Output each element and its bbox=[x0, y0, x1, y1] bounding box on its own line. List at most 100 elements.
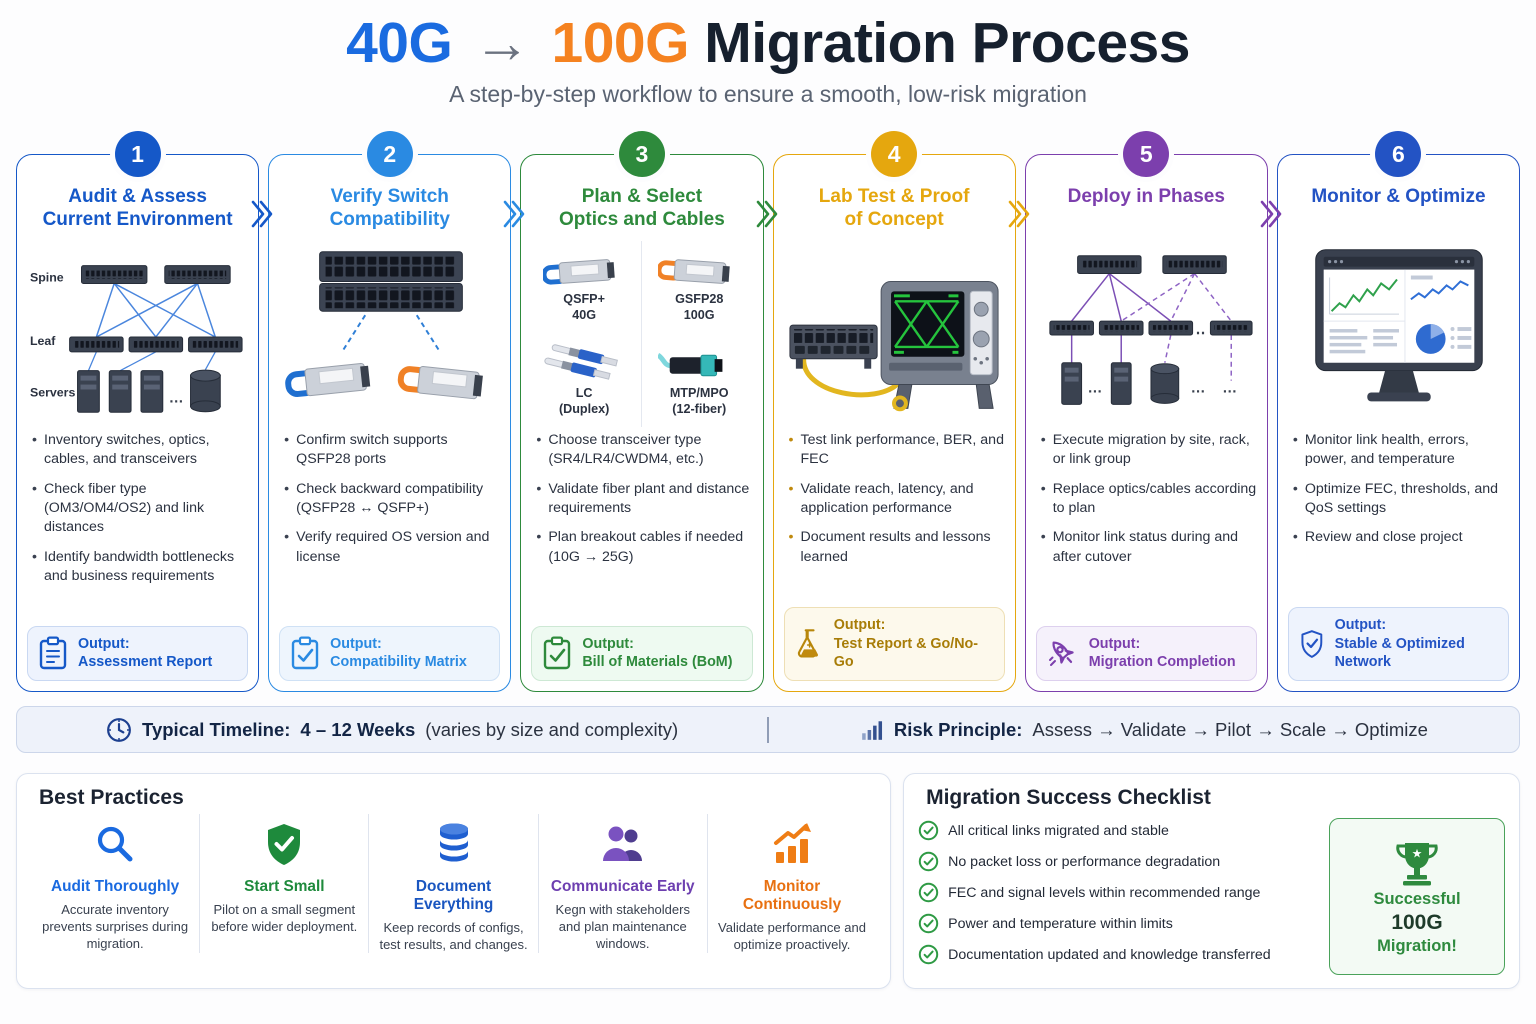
bullet: Test link performance, BER, and FEC bbox=[789, 431, 1006, 470]
step-5-title-line1: Deploy in Phases bbox=[1067, 186, 1225, 207]
bullet: Validate reach, latency, and application… bbox=[789, 480, 1006, 519]
step-3-output-box: Output: Bill of Materials (BoM) bbox=[531, 625, 753, 681]
magnifier-icon bbox=[39, 816, 191, 872]
step-3-number-badge: 3 bbox=[618, 131, 665, 177]
arrow-icon: → bbox=[473, 11, 531, 75]
step-5-title: Deploy in Phases bbox=[1032, 185, 1261, 237]
step-2-illustration bbox=[269, 239, 510, 429]
step-6-monitor: 6 Monitor & Optimize bbox=[1276, 131, 1521, 692]
step-4-title-line2: of Concept bbox=[844, 209, 944, 231]
chevron-right-icon bbox=[754, 199, 780, 234]
phased-deployment-diagram: ‥ … … … bbox=[1049, 255, 1253, 405]
clipboard-report-icon bbox=[39, 636, 67, 670]
bp-title: Document Everything bbox=[413, 878, 494, 913]
step-2-verify: 2 Verify Switch Compatibility bbox=[268, 131, 525, 692]
bullet: Verify required OS version and license bbox=[284, 528, 501, 567]
bullet: Validate fiber plant and distance requir… bbox=[536, 480, 753, 519]
step-6-output-box: Output: Stable & Optimized Network bbox=[1287, 607, 1510, 681]
output-label: Output: bbox=[833, 617, 886, 634]
chevron-right-icon bbox=[249, 199, 275, 234]
checklist-card: Migration Success Checklist All critical… bbox=[903, 773, 1520, 989]
output-value: Assessment Report bbox=[78, 654, 213, 671]
flask-icon bbox=[797, 629, 818, 658]
checklist-item: All critical links migrated and stable bbox=[918, 820, 1319, 841]
checklist-title: Migration Success Checklist bbox=[926, 786, 1211, 809]
step-4-output-box: Output: Test Report & Go/No-Go bbox=[783, 607, 1005, 681]
step-2-title-line2: Compatibility bbox=[329, 209, 450, 231]
title-100g: 100G bbox=[551, 11, 690, 75]
bullet: Document results and lessons learned bbox=[789, 528, 1006, 567]
step-1-illustration: Spine Leaf Servers bbox=[17, 239, 258, 429]
title-rest: Migration Process bbox=[704, 11, 1190, 75]
mtp-mpo-connector-icon bbox=[658, 352, 723, 376]
checklist-list: All critical links migrated and stable N… bbox=[918, 820, 1319, 975]
step-4-bullets: Test link performance, BER, and FEC Vali… bbox=[774, 431, 1015, 567]
check-circle-icon bbox=[918, 944, 939, 965]
success-line1: Successful bbox=[1373, 889, 1461, 908]
bullet: Optimize FEC, thresholds, and QoS settin… bbox=[1293, 480, 1510, 519]
ellipsis: … bbox=[1088, 380, 1103, 396]
timeline-label: Typical Timeline: bbox=[142, 718, 291, 740]
bullet: Replace optics/cables according to plan bbox=[1041, 480, 1258, 519]
output-label: Output: bbox=[582, 635, 634, 652]
output-label: Output: bbox=[78, 635, 130, 652]
clipboard-check-icon bbox=[544, 636, 571, 670]
bp-title: Audit Thoroughly bbox=[50, 878, 180, 895]
checklist-item: No packet loss or performance degradatio… bbox=[918, 851, 1319, 872]
optic-label: (Duplex) bbox=[558, 401, 610, 416]
bullet: Monitor link status during and after cut… bbox=[1041, 528, 1258, 567]
bottom-section: Best Practices Audit Thoroughly Accurate… bbox=[16, 773, 1520, 989]
timeline-left: Typical Timeline: 4 – 12 Weeks (varies b… bbox=[17, 717, 767, 743]
users-icon bbox=[547, 816, 699, 872]
bullet: Choose transceiver type (SR4/LR4/CWDM4, … bbox=[536, 431, 753, 470]
step-3-title-line2: Optics and Cables bbox=[559, 209, 725, 231]
clock-icon bbox=[107, 717, 131, 742]
database-icon bbox=[377, 816, 529, 872]
optic-label: 100G bbox=[683, 307, 715, 322]
step-3-title: Plan & Select Optics and Cables bbox=[527, 185, 756, 237]
bullet: Inventory switches, optics, cables, and … bbox=[32, 431, 249, 470]
step-4-illustration bbox=[774, 239, 1015, 429]
optics-cables-grid: QSFP+ 40G GSFP28 1 bbox=[521, 239, 762, 429]
bp-title: Start Small bbox=[244, 878, 325, 895]
output-label: Output: bbox=[330, 635, 382, 652]
checklist-text: Power and temperature within limits bbox=[948, 915, 1173, 932]
step-5-number-badge: 5 bbox=[1123, 131, 1170, 177]
timeline-divider bbox=[767, 716, 769, 743]
step-1-number-badge: 1 bbox=[114, 131, 161, 177]
optic-label: (12-fiber) bbox=[672, 401, 727, 416]
optic-label: QSFP+ bbox=[563, 291, 605, 306]
step-5-output-box: Output: Migration Completion bbox=[1035, 625, 1257, 681]
step-1-title-line2: Current Environment bbox=[42, 209, 233, 231]
bullet: Check backward compatibility (QSFP28 ↔ Q… bbox=[284, 480, 501, 519]
bp-desc: Validate performance and optimize proact… bbox=[718, 920, 866, 953]
optic-label: LC bbox=[575, 385, 593, 400]
timeline-bar: Typical Timeline: 4 – 12 Weeks (varies b… bbox=[16, 706, 1520, 753]
step-1-audit: 1 Audit & Assess Current Environment Spi… bbox=[16, 131, 273, 692]
step-5-deploy: 5 Deploy in Phases bbox=[1024, 131, 1282, 692]
step-1-title-line1: Audit & Assess bbox=[68, 186, 207, 207]
svg-text:★: ★ bbox=[1412, 846, 1423, 860]
checklist-item: FEC and signal levels within recommended… bbox=[918, 882, 1319, 903]
checklist-text: All critical links migrated and stable bbox=[948, 822, 1169, 839]
trophy-icon: ★ bbox=[1396, 842, 1438, 885]
header: 40G → 100G Migration Process A step-by-s… bbox=[0, 0, 1536, 108]
step-6-title-line1: Monitor & Optimize bbox=[1311, 186, 1486, 207]
checklist-item: Documentation updated and knowledge tran… bbox=[918, 944, 1319, 965]
success-line3: Migration! bbox=[1377, 936, 1457, 955]
switch-transceivers-illustration bbox=[284, 251, 483, 400]
step-1-output-box: Output: Assessment Report bbox=[27, 625, 249, 681]
optic-qsfp28: GSFP28 100G bbox=[642, 241, 757, 334]
bp-audit-thoroughly: Audit Thoroughly Accurate inventory prev… bbox=[31, 814, 199, 953]
step-1-bullets: Inventory switches, optics, cables, and … bbox=[17, 431, 258, 586]
output-value: Migration Completion bbox=[1088, 654, 1236, 671]
chevron-right-icon bbox=[1258, 199, 1284, 234]
output-value: Bill of Materials (BoM) bbox=[582, 654, 733, 671]
best-practices-title: Best Practices bbox=[39, 786, 184, 809]
optic-qsfp-plus: QSFP+ 40G bbox=[527, 241, 642, 334]
chevron-right-icon bbox=[501, 199, 527, 234]
step-1-title: Audit & Assess Current Environment bbox=[23, 185, 252, 237]
leaf-label: Leaf bbox=[30, 334, 56, 348]
step-6-title: Monitor & Optimize bbox=[1284, 185, 1513, 237]
checklist-text: Documentation updated and knowledge tran… bbox=[948, 946, 1271, 963]
